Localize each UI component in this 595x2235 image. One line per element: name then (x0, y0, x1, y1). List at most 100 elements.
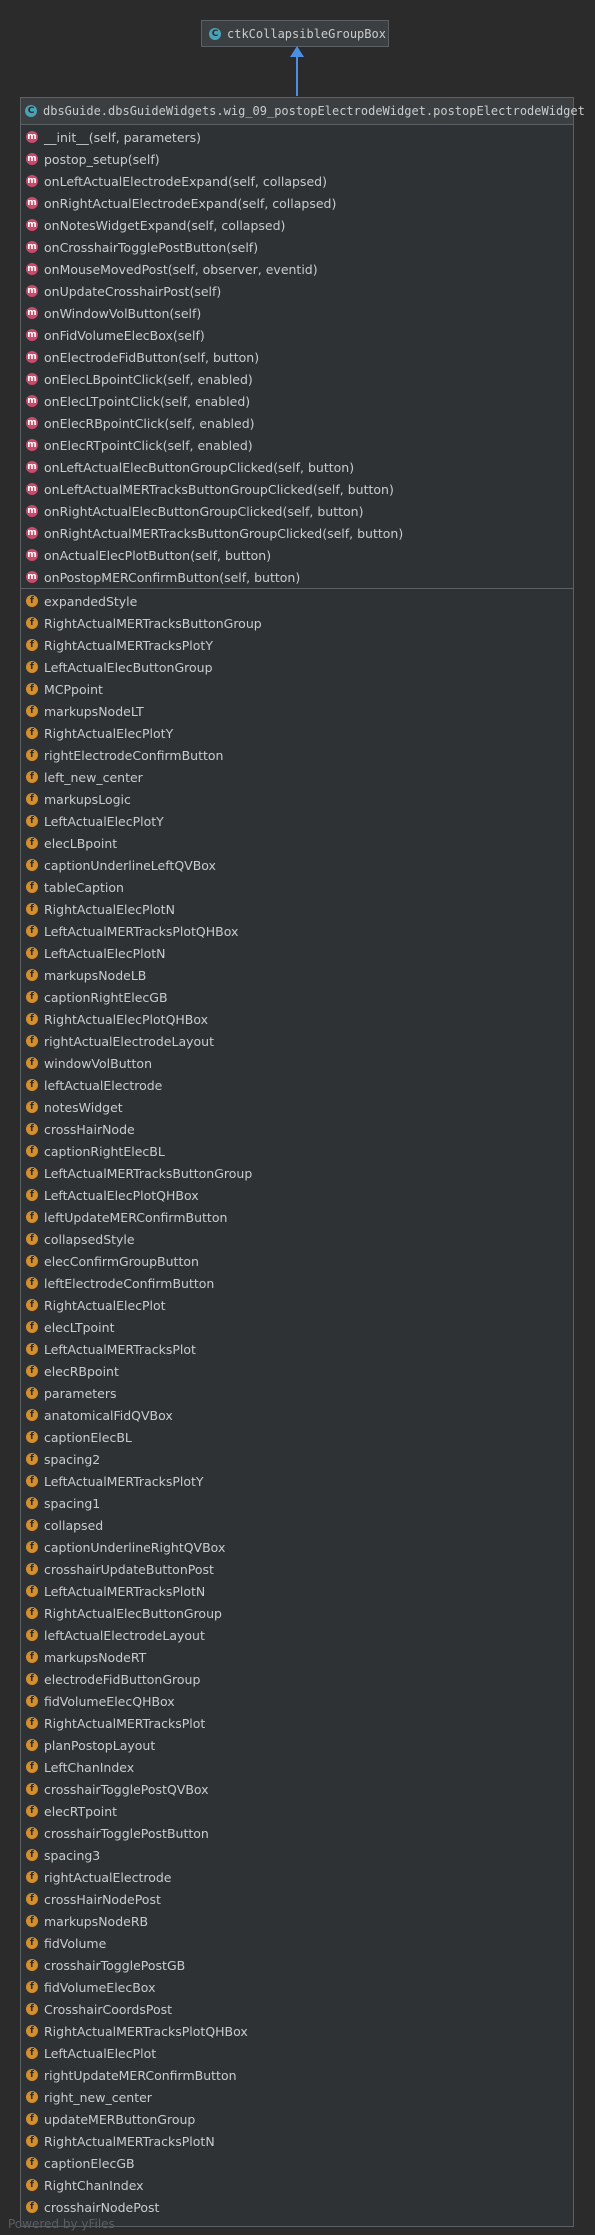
method-row[interactable]: m__init__(self, parameters) (21, 126, 573, 148)
field-label: crosshairTogglePostButton (44, 1825, 209, 1841)
class-node[interactable]: C dbsGuide.dbsGuideWidgets.wig_09_postop… (20, 97, 585, 2227)
method-icon: m (26, 549, 38, 561)
parent-class-node[interactable]: C ctkCollapsibleGroupBox (201, 20, 389, 47)
field-label: rightElectrodeConfirmButton (44, 747, 224, 763)
